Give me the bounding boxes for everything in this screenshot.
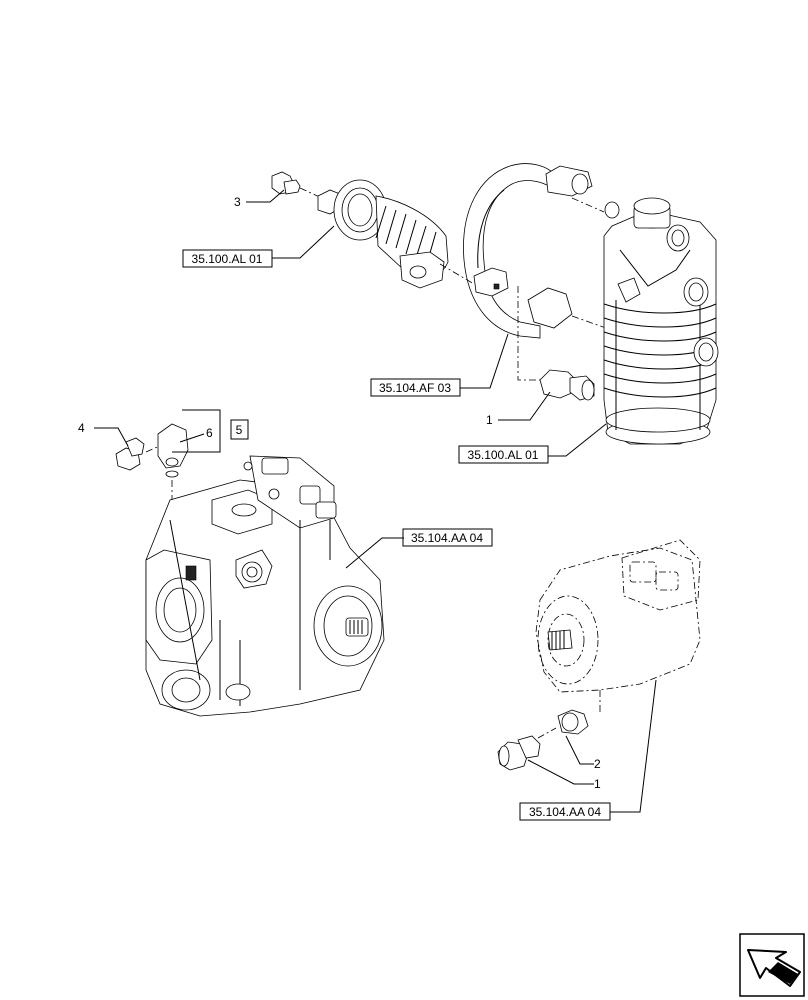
sensor-part-1-upper (539, 369, 595, 401)
fitting-part-2 (557, 709, 589, 735)
sensor-part-3 (271, 171, 323, 199)
ref-label: 35.100.AL 01 (468, 448, 539, 462)
ref-label: 35.100.AL 01 (192, 252, 263, 266)
secondary-pump-part (535, 539, 701, 714)
item-number-1-lower: 1 (594, 777, 601, 791)
ref-box-35-100-al-01-top[interactable]: 35.100.AL 01 (182, 249, 273, 268)
item-number-1-upper: 1 (486, 413, 493, 427)
item-number-3: 3 (234, 195, 241, 209)
sensor-part-4 (115, 437, 165, 471)
port-fitting (604, 201, 719, 367)
ref-box-35-104-aa-04-top[interactable]: 35.104.AA 04 (402, 528, 493, 547)
item-box-5: 5 (230, 419, 249, 440)
item-number-6: 6 (206, 426, 213, 440)
sensor-part-1-lower (497, 727, 557, 771)
ref-label: 35.104.AA 04 (529, 805, 601, 819)
ref-label: 35.104.AA 04 (411, 531, 483, 545)
elbow-fitting-part (317, 179, 449, 289)
item-number-4: 4 (78, 421, 85, 435)
hose-part (439, 163, 607, 381)
filter-housing-part (603, 197, 719, 445)
item-number-2: 2 (594, 757, 601, 771)
ref-box-35-104-aa-04-bottom[interactable]: 35.104.AA 04 (519, 802, 611, 821)
ref-box-35-104-af-03[interactable]: 35.104.AF 03 (370, 378, 461, 397)
next-page-arrow-icon[interactable] (739, 933, 805, 997)
ref-label: 35.104.AF 03 (379, 381, 451, 395)
main-pump-part (145, 455, 385, 717)
elbow-part-6 (157, 423, 189, 520)
item-number-5: 5 (236, 423, 243, 437)
ref-box-35-100-al-01-right[interactable]: 35.100.AL 01 (458, 445, 549, 464)
leader-lines (94, 189, 657, 813)
